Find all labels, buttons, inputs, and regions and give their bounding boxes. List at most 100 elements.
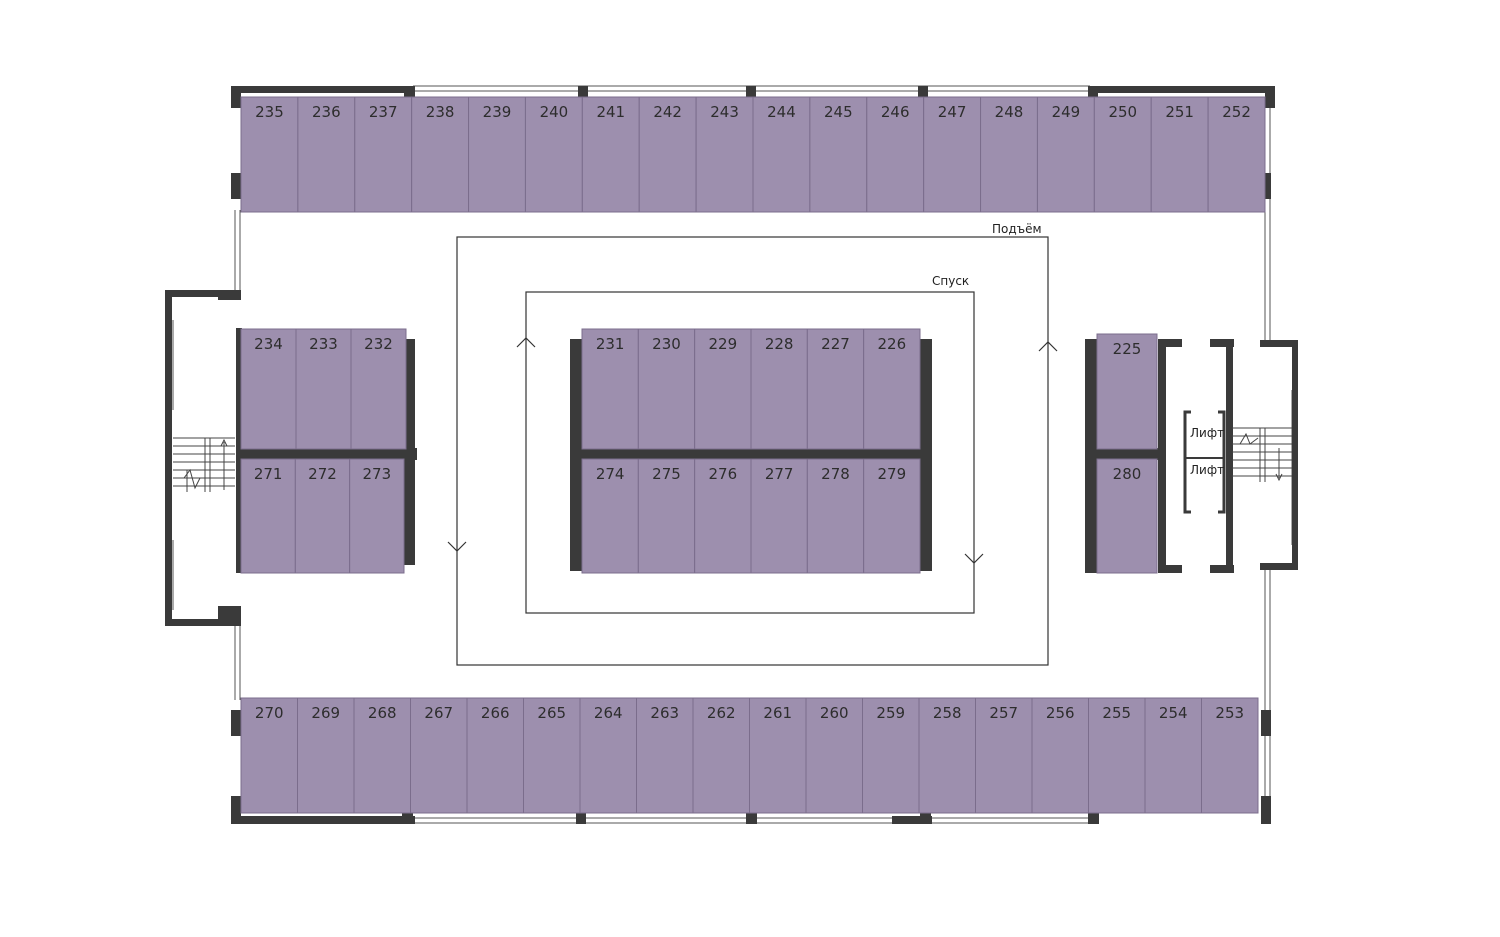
parking-spot-area[interactable] <box>637 458 696 574</box>
parking-spot-area[interactable] <box>806 458 865 574</box>
parking-spot-area[interactable] <box>240 458 296 574</box>
parking-spot-area[interactable] <box>863 458 921 574</box>
parking-spot-265[interactable]: 265 <box>523 697 581 814</box>
parking-spot-266[interactable]: 266 <box>466 697 524 814</box>
parking-spot-250[interactable]: 250 <box>1093 96 1152 213</box>
parking-spot-area[interactable] <box>1096 333 1158 450</box>
parking-spot-260[interactable]: 260 <box>805 697 863 814</box>
parking-spot-area[interactable] <box>411 96 470 213</box>
parking-spot-area[interactable] <box>1207 96 1266 213</box>
parking-spot-241[interactable]: 241 <box>581 96 640 213</box>
parking-spot-273[interactable]: 273 <box>349 458 405 574</box>
parking-spot-area[interactable] <box>581 96 640 213</box>
parking-spot-267[interactable]: 267 <box>410 697 468 814</box>
parking-spot-262[interactable]: 262 <box>692 697 750 814</box>
parking-spot-area[interactable] <box>975 697 1033 814</box>
parking-spot-246[interactable]: 246 <box>866 96 925 213</box>
parking-spot-area[interactable] <box>294 458 351 574</box>
parking-spot-270[interactable]: 270 <box>240 697 298 814</box>
parking-spot-278[interactable]: 278 <box>806 458 865 574</box>
parking-spot-247[interactable]: 247 <box>923 96 982 213</box>
parking-spot-area[interactable] <box>980 96 1038 213</box>
parking-spot-277[interactable]: 277 <box>750 458 808 574</box>
parking-spot-area[interactable] <box>1088 697 1146 814</box>
parking-spot-area[interactable] <box>295 328 352 450</box>
parking-spot-area[interactable] <box>695 96 754 213</box>
parking-spot-226[interactable]: 226 <box>863 328 921 450</box>
parking-spot-228[interactable]: 228 <box>750 328 808 450</box>
parking-spot-area[interactable] <box>579 697 637 814</box>
parking-spot-area[interactable] <box>805 697 863 814</box>
parking-spot-area[interactable] <box>862 697 920 814</box>
parking-spot-area[interactable] <box>349 458 405 574</box>
parking-spot-area[interactable] <box>353 697 411 814</box>
parking-spot-235[interactable]: 235 <box>240 96 299 213</box>
parking-spot-area[interactable] <box>636 697 694 814</box>
parking-spot-area[interactable] <box>523 697 581 814</box>
parking-spot-area[interactable] <box>752 96 811 213</box>
parking-spot-253[interactable]: 253 <box>1201 697 1259 814</box>
parking-spot-252[interactable]: 252 <box>1207 96 1266 213</box>
parking-spot-area[interactable] <box>1144 697 1202 814</box>
parking-spot-area[interactable] <box>809 96 868 213</box>
parking-spot-263[interactable]: 263 <box>636 697 694 814</box>
parking-spot-279[interactable]: 279 <box>863 458 921 574</box>
parking-spot-243[interactable]: 243 <box>695 96 754 213</box>
parking-spot-256[interactable]: 256 <box>1031 697 1089 814</box>
parking-spot-275[interactable]: 275 <box>637 458 696 574</box>
parking-spot-area[interactable] <box>297 697 355 814</box>
parking-spot-254[interactable]: 254 <box>1144 697 1202 814</box>
parking-spot-255[interactable]: 255 <box>1088 697 1146 814</box>
parking-spot-area[interactable] <box>1201 697 1259 814</box>
parking-spot-area[interactable] <box>410 697 468 814</box>
parking-spot-242[interactable]: 242 <box>638 96 697 213</box>
parking-spot-264[interactable]: 264 <box>579 697 637 814</box>
parking-spot-238[interactable]: 238 <box>411 96 470 213</box>
parking-spot-area[interactable] <box>240 96 299 213</box>
parking-spot-258[interactable]: 258 <box>918 697 976 814</box>
parking-spot-257[interactable]: 257 <box>975 697 1033 814</box>
parking-spot-area[interactable] <box>692 697 750 814</box>
parking-spot-272[interactable]: 272 <box>294 458 351 574</box>
parking-spot-area[interactable] <box>918 697 976 814</box>
parking-spot-244[interactable]: 244 <box>752 96 811 213</box>
parking-spot-233[interactable]: 233 <box>295 328 352 450</box>
parking-spot-area[interactable] <box>694 328 752 450</box>
parking-spot-230[interactable]: 230 <box>637 328 696 450</box>
parking-spot-area[interactable] <box>806 328 865 450</box>
parking-spot-area[interactable] <box>350 328 407 450</box>
parking-spot-236[interactable]: 236 <box>297 96 356 213</box>
parking-spot-area[interactable] <box>240 328 297 450</box>
parking-spot-259[interactable]: 259 <box>862 697 920 814</box>
parking-spot-area[interactable] <box>750 328 808 450</box>
parking-spot-area[interactable] <box>863 328 921 450</box>
parking-spot-234[interactable]: 234 <box>240 328 297 450</box>
parking-spot-245[interactable]: 245 <box>809 96 868 213</box>
parking-spot-area[interactable] <box>749 697 807 814</box>
parking-spot-268[interactable]: 268 <box>353 697 411 814</box>
parking-spot-249[interactable]: 249 <box>1036 96 1095 213</box>
parking-spot-229[interactable]: 229 <box>694 328 752 450</box>
parking-spot-231[interactable]: 231 <box>581 328 639 450</box>
parking-spot-276[interactable]: 276 <box>694 458 752 574</box>
parking-spot-area[interactable] <box>923 96 982 213</box>
parking-spot-area[interactable] <box>524 96 583 213</box>
parking-spot-232[interactable]: 232 <box>350 328 407 450</box>
parking-spot-261[interactable]: 261 <box>749 697 807 814</box>
parking-spot-239[interactable]: 239 <box>468 96 526 213</box>
parking-spot-227[interactable]: 227 <box>806 328 865 450</box>
parking-spot-area[interactable] <box>240 697 298 814</box>
parking-spot-269[interactable]: 269 <box>297 697 355 814</box>
parking-spot-area[interactable] <box>468 96 526 213</box>
parking-spot-area[interactable] <box>694 458 752 574</box>
parking-spot-240[interactable]: 240 <box>524 96 583 213</box>
parking-spot-area[interactable] <box>1036 96 1095 213</box>
parking-spot-area[interactable] <box>866 96 925 213</box>
parking-spot-280[interactable]: 280 <box>1096 458 1158 574</box>
parking-spot-237[interactable]: 237 <box>354 96 413 213</box>
parking-spot-271[interactable]: 271 <box>240 458 296 574</box>
parking-spot-area[interactable] <box>750 458 808 574</box>
parking-spot-area[interactable] <box>1096 458 1158 574</box>
parking-spot-248[interactable]: 248 <box>980 96 1038 213</box>
parking-spot-area[interactable] <box>581 328 639 450</box>
